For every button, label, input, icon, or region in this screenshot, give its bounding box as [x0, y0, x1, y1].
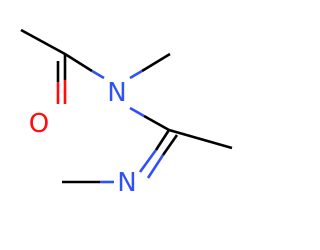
atom-imine-nitrogen: N	[117, 168, 136, 198]
bond-amidine-c-imine-n-2	[161, 134, 179, 156]
bond-amide-n-amidine-c-blue	[129, 106, 145, 118]
bond-amidine-c-methyl	[168, 128, 233, 150]
bond-carbonyl-amide-n	[64, 52, 93, 73]
structure-diagram: N O N	[20, 28, 233, 198]
bond-carbonyl-amide-n-blue	[91, 69, 105, 80]
bond-amidine-c-imine-n-2-blue	[146, 154, 165, 179]
bond-methyl-carbonyl	[20, 28, 66, 56]
bond-amide-n-methyl-blue	[129, 69, 143, 80]
bond-amidine-c-imine-n-1-blue	[138, 149, 158, 173]
atom-amide-nitrogen: N	[107, 78, 126, 108]
bond-amide-n-methyl	[141, 52, 171, 73]
bond-amidine-c-imine-n-1	[154, 129, 171, 151]
atom-carbonyl-oxygen: O	[29, 109, 49, 139]
bond-amide-n-amidine-c	[143, 114, 170, 132]
